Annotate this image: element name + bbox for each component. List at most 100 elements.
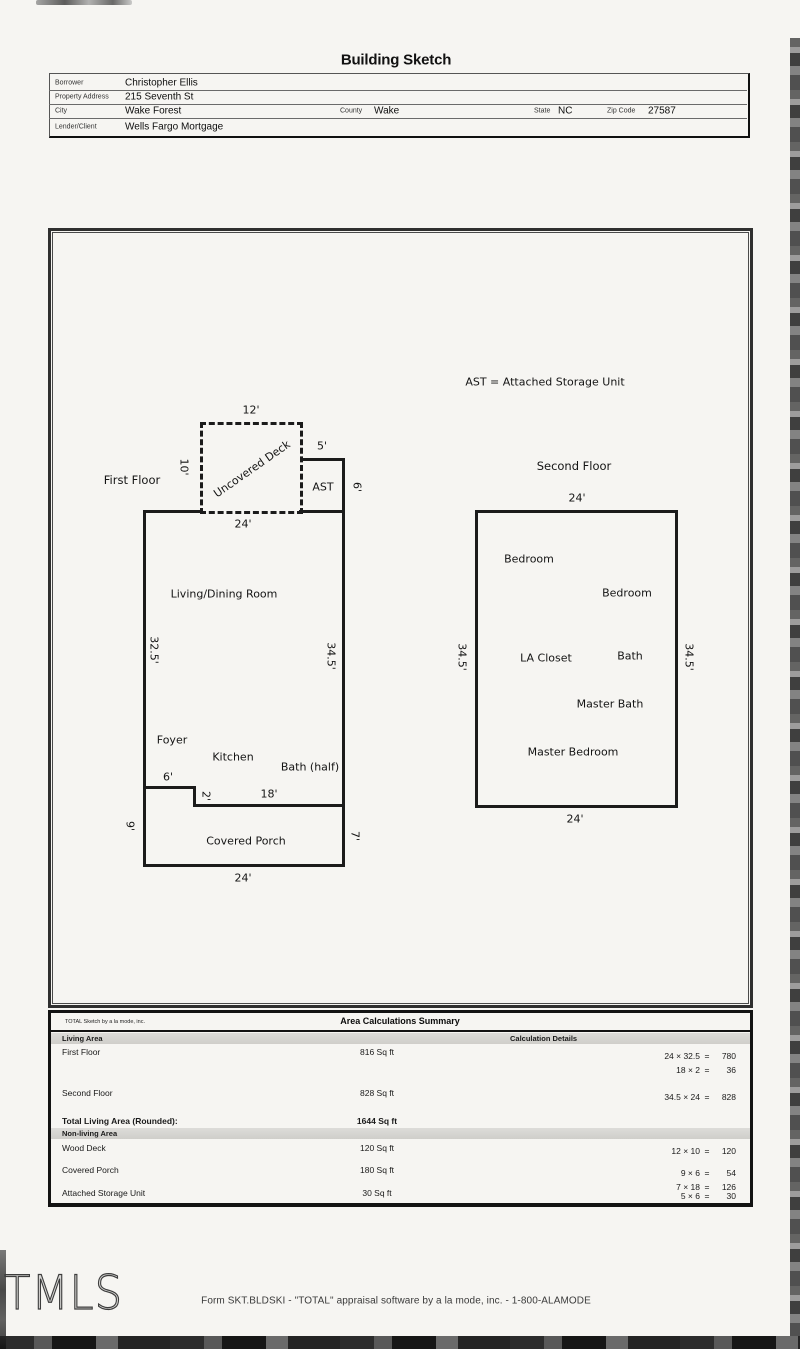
calc-equals: = [704, 1146, 710, 1156]
ff-left-dim: 32.5' [147, 636, 161, 664]
room-master-bedroom: Master Bedroom [527, 745, 619, 759]
calc-line: 5 × 6 = 30 [655, 1191, 736, 1201]
porch-bottom-dim: 24' [234, 871, 252, 885]
form-row-separator [49, 90, 747, 91]
borrower-value: Christopher Ellis [125, 77, 198, 89]
area-calculations-table [48, 1010, 753, 1207]
row-covered-porch-name: Covered Porch [62, 1165, 119, 1175]
row-attached-storage-name: Attached Storage Unit [62, 1188, 146, 1198]
deck-width-dim: 12' [242, 403, 260, 417]
calc-line: 24 × 32.5 = 780 [655, 1051, 736, 1061]
row-first-floor-name: First Floor [62, 1047, 101, 1057]
lender-label: Lender/Client [55, 123, 97, 131]
sf-left-dim: 34.5' [455, 643, 469, 671]
state-label: State [534, 107, 551, 115]
room-bedroom-2: Bedroom [602, 586, 652, 600]
sf-right-dim: 34.5' [682, 643, 696, 671]
deck-height-dim: 10' [177, 458, 191, 476]
property-address-label: Property Address [55, 93, 109, 101]
calc-equals: = [704, 1168, 710, 1178]
ff-bottom-wall-6ft [143, 786, 196, 789]
room-living-dining: Living/Dining Room [170, 587, 278, 601]
calc-expr: 9 × 6 [680, 1168, 700, 1178]
county-label: County [340, 107, 363, 115]
calc-line: 12 × 10 = 120 [655, 1146, 736, 1156]
ff-dim-6ft: 6' [162, 770, 174, 784]
room-la-closet: LA Closet [520, 651, 572, 665]
header-form-table [49, 73, 750, 138]
city-value: Wake Forest [125, 105, 182, 117]
calc-equals: = [704, 1092, 710, 1102]
ast-width-dim: 5' [316, 439, 328, 453]
ff-left-wall [143, 510, 146, 867]
porch-bottom-wall [143, 864, 345, 867]
row-covered-porch-area: 180 Sq ft [359, 1165, 395, 1175]
tmls-watermark: TMLS [3, 1266, 123, 1321]
calc-expr: 5 × 6 [680, 1191, 700, 1201]
zip-value: 27587 [648, 105, 676, 117]
calc-value: 36 [726, 1065, 736, 1075]
form-row-separator [49, 104, 747, 105]
total-living-area-label: Total Living Area (Rounded): [62, 1116, 178, 1126]
calc-expr: 18 × 2 [676, 1065, 700, 1075]
second-floor-title: Second Floor [536, 459, 612, 473]
calc-value: 54 [726, 1168, 736, 1178]
scan-artifact-bottom-left-edge [0, 1250, 6, 1349]
scan-artifact-bottom-edge [0, 1336, 800, 1349]
calc-value: 828 [721, 1092, 736, 1102]
ast-legend: AST = Attached Storage Unit [465, 375, 625, 389]
row-first-floor-area: 816 Sq ft [359, 1047, 395, 1057]
row-second-floor-name: Second Floor [62, 1088, 113, 1098]
form-row-separator [49, 118, 747, 119]
zip-label: Zip Code [607, 107, 636, 115]
sketch-border-box [48, 228, 753, 1008]
county-value: Wake [374, 105, 400, 117]
calc-value: 120 [721, 1146, 736, 1156]
nonliving-area-band [51, 1128, 750, 1139]
calc-line: 18 × 2 = 36 [655, 1065, 736, 1075]
calc-equals: = [704, 1191, 710, 1201]
room-master-bath: Master Bath [576, 697, 644, 711]
calc-equals: = [704, 1051, 710, 1061]
ff-right-wall [342, 510, 345, 807]
scan-artifact-right-edge [790, 38, 800, 1338]
page-title: Building Sketch [340, 51, 452, 69]
calculation-details-header: Calculation Details [510, 1034, 578, 1043]
calc-line: 7 × 18 = 126 [655, 1182, 736, 1192]
sf-top-dim: 24' [568, 491, 586, 505]
living-area-band [51, 1033, 750, 1044]
calc-value: 30 [726, 1191, 736, 1201]
table-vendor-text: TOTAL Sketch by a la mode, inc. [65, 1019, 145, 1025]
ff-top-wall-right-segment [299, 510, 345, 513]
area-calculations-title: Area Calculations Summary [340, 1016, 460, 1026]
sf-bottom-dim: 24' [566, 812, 584, 826]
ff-top-dim: 24' [234, 517, 252, 531]
porch-right-dim: 7' [348, 830, 362, 842]
room-bedroom-1: Bedroom [504, 552, 554, 566]
calc-equals: = [704, 1065, 710, 1075]
living-area-header: Living Area [62, 1034, 103, 1043]
first-floor-title: First Floor [103, 473, 161, 487]
row-attached-storage-area: 30 Sq ft [362, 1188, 392, 1198]
calc-line: 34.5 × 24 = 828 [655, 1092, 736, 1102]
ff-top-wall-left-segment [143, 510, 203, 513]
porch-right-wall [342, 804, 345, 867]
ff-step-wall [193, 786, 196, 807]
room-kitchen: Kitchen [212, 750, 254, 764]
room-covered-porch: Covered Porch [206, 834, 286, 848]
calc-value: 126 [721, 1182, 736, 1192]
row-wood-deck-area: 120 Sq ft [359, 1143, 395, 1153]
room-foyer: Foyer [156, 733, 188, 747]
ff-dim-2ft: 2' [199, 790, 213, 802]
total-living-area-value: 1644 Sq ft [356, 1116, 398, 1126]
form-footer-text: Form SKT.BLDSKI - "TOTAL" appraisal soft… [201, 1295, 591, 1307]
borrower-label: Borrower [55, 79, 84, 87]
calc-equals: = [704, 1182, 710, 1192]
calc-value: 780 [721, 1051, 736, 1061]
sf-outline [475, 510, 678, 808]
ff-right-dim: 34.5' [324, 642, 338, 670]
ast-height-dim: 6' [350, 481, 364, 493]
row-second-floor-area: 828 Sq ft [359, 1088, 395, 1098]
nonliving-area-header: Non-living Area [62, 1129, 118, 1138]
